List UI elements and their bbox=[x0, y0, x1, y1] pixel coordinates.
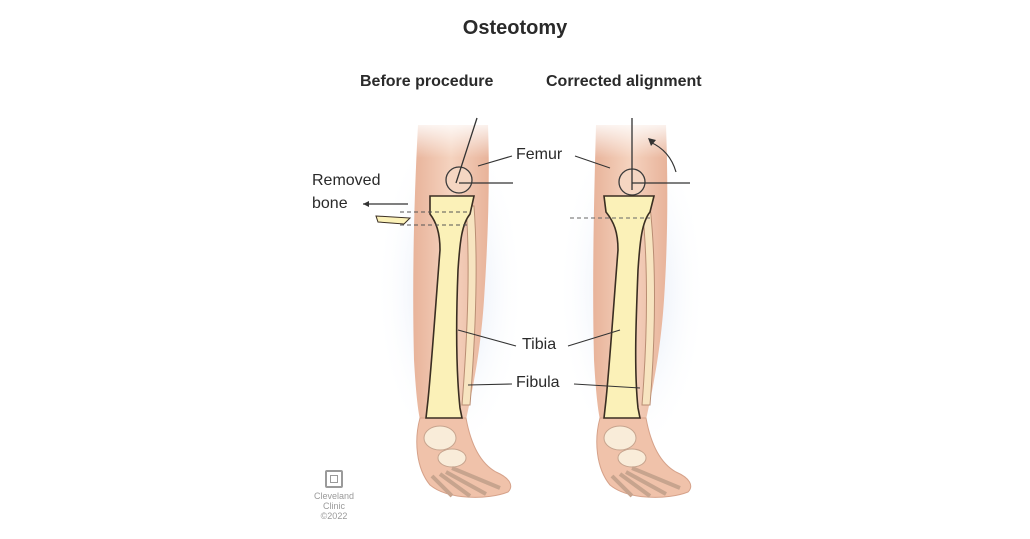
thigh-fade-after bbox=[588, 118, 672, 158]
rotation-arrow-head bbox=[648, 138, 656, 146]
label-femur: Femur bbox=[516, 146, 563, 163]
leader-fibula-right bbox=[573, 383, 641, 389]
logo-mark-icon bbox=[325, 470, 343, 488]
cleveland-clinic-logo: Cleveland Clinic ©2022 bbox=[306, 470, 362, 521]
leader-lines bbox=[457, 155, 641, 389]
rotation-arrow bbox=[649, 141, 677, 173]
leg-after bbox=[557, 118, 707, 498]
foot-bones-before bbox=[423, 425, 501, 498]
fibula-after bbox=[641, 205, 655, 406]
label-tibia: Tibia bbox=[522, 336, 557, 353]
leader-femur-left bbox=[477, 155, 513, 167]
thigh-fade-before bbox=[410, 118, 494, 158]
panel-label-after: Corrected alignment bbox=[546, 73, 702, 90]
copyright-text: ©2022 bbox=[320, 511, 348, 521]
axis-line-before bbox=[455, 117, 478, 184]
leader-femur-right bbox=[574, 155, 611, 169]
label-fibula: Fibula bbox=[516, 374, 560, 391]
tibia-after bbox=[603, 195, 656, 419]
leg-before bbox=[363, 117, 525, 498]
panel-label-before: Before procedure bbox=[360, 73, 494, 90]
label-removed-bone-line2: bone bbox=[312, 195, 348, 212]
leader-tibia-left bbox=[457, 329, 517, 347]
label-removed-bone-line1: Removed bbox=[312, 172, 381, 189]
diagram-title: Osteotomy bbox=[462, 17, 568, 39]
tibia-before bbox=[425, 195, 475, 419]
removed-bone-wedge bbox=[375, 215, 412, 225]
logo-text-line1: Cleveland bbox=[313, 491, 355, 501]
knee-joint-before bbox=[445, 166, 473, 194]
leader-fibula-left bbox=[467, 383, 513, 386]
logo-text-line2: Clinic bbox=[322, 501, 345, 511]
removed-arrow-head bbox=[363, 201, 369, 207]
leader-tibia-right bbox=[567, 329, 621, 347]
fibula-before bbox=[461, 205, 477, 406]
foot-bones-after bbox=[603, 425, 681, 498]
